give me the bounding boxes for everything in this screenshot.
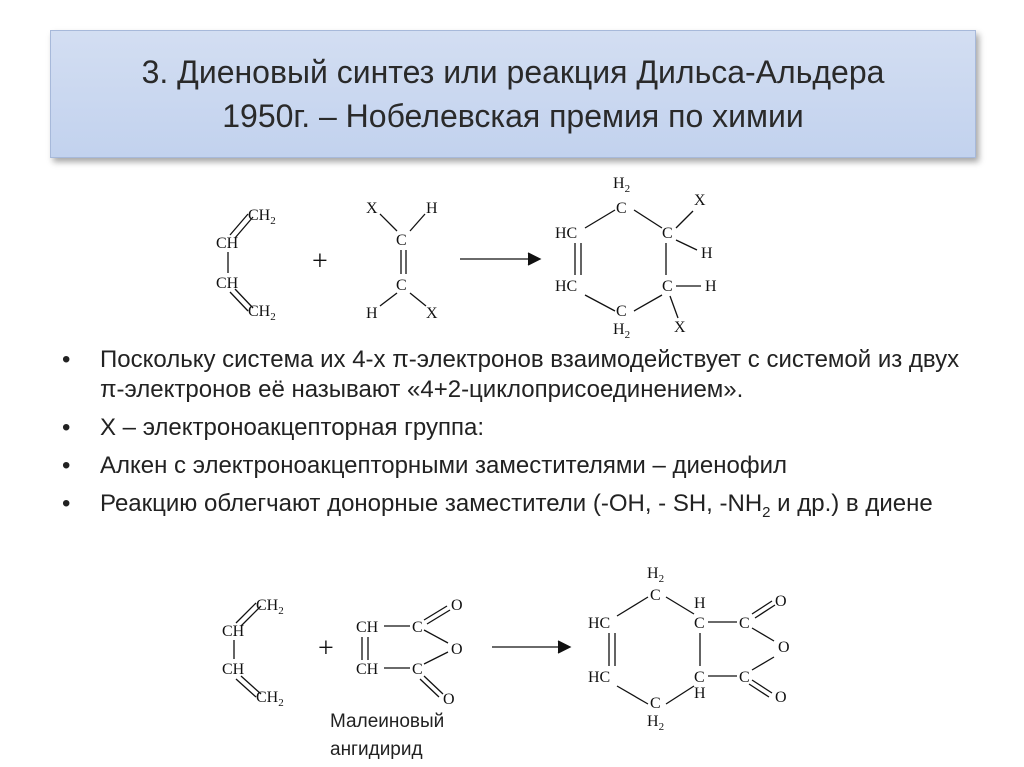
- bullet-list: Поскольку система их 4-х π-электронов вз…: [60, 345, 960, 536]
- diene2-ch-a: CH: [222, 623, 245, 640]
- p1-h2-top: H2: [613, 175, 630, 195]
- p2-hc1: HC: [588, 615, 610, 632]
- p2-h2-bot: H2: [647, 713, 664, 733]
- maleic-anhydride-caption: Малеиновый ангидирид: [330, 708, 480, 764]
- ma-c2: C: [412, 661, 423, 678]
- p2-c-r1: C: [694, 615, 705, 632]
- p2-o1: O: [775, 593, 787, 610]
- p2-c-bot: C: [650, 695, 661, 712]
- p2-o2: O: [775, 689, 787, 706]
- diene1-ch2-top: CH2: [248, 207, 276, 227]
- caption-line-1: Малеиновый: [330, 711, 445, 732]
- p1-c-top: C: [616, 200, 627, 217]
- diene2-ch-b: CH: [222, 661, 245, 678]
- diene1-ch-a: CH: [216, 235, 239, 252]
- p1-x-bot: X: [674, 319, 686, 336]
- ma-o2: O: [443, 691, 455, 708]
- p2-h-top: H: [694, 595, 706, 612]
- diene2-ch2-top: CH2: [256, 597, 284, 617]
- dienophile-x2: X: [426, 305, 438, 322]
- caption-line-2: ангидирид: [330, 739, 423, 760]
- p1-h-r2: H: [705, 278, 717, 295]
- product-1: H2 C X HC C H HC C H C H2 X: [555, 175, 717, 341]
- p2-o-ring: O: [778, 639, 790, 656]
- p1-c-r2: C: [662, 278, 673, 295]
- p1-hc2: HC: [555, 278, 577, 295]
- p1-hc1: HC: [555, 225, 577, 242]
- bullet-item: Поскольку система их 4-х π-электронов вз…: [60, 345, 960, 405]
- diene1-ch-b: CH: [216, 275, 239, 292]
- dienophile-c1: C: [396, 232, 407, 249]
- diene2-ch2-bot: CH2: [256, 689, 284, 709]
- ma-ch1: CH: [356, 619, 379, 636]
- dienophile-h1: H: [426, 200, 438, 217]
- bullet-item: Реакцию облегчают донорные заместители (…: [60, 489, 960, 528]
- diene1-ch2-bot: CH2: [248, 303, 276, 323]
- ma-ch2: CH: [356, 661, 379, 678]
- p1-h-r1: H: [701, 245, 713, 262]
- p1-c-bot: C: [616, 303, 627, 320]
- p2-c-ca2: C: [739, 669, 750, 686]
- bullet-item: Алкен с электроноакцепторными заместител…: [60, 451, 960, 481]
- p1-x-top: X: [694, 192, 706, 209]
- ma-o-ring: O: [451, 641, 463, 658]
- p2-hc2: HC: [588, 669, 610, 686]
- p2-h-bot: H: [694, 685, 706, 702]
- dienophile-h2: H: [366, 305, 378, 322]
- dienophile-x1: X: [366, 200, 378, 217]
- reaction-2: CH2 CH CH CH2 + CH C O O CH C O: [222, 565, 790, 733]
- plus-sign-1: +: [312, 246, 328, 277]
- dienophile: X H C C H X: [366, 200, 438, 322]
- p2-c-ca1: C: [739, 615, 750, 632]
- p2-c-top: C: [650, 587, 661, 604]
- dienophile-c2: C: [396, 277, 407, 294]
- title-line-1: 3. Диеновый синтез или реакция Дильса-Ал…: [141, 54, 885, 90]
- p1-h2-bot: H2: [613, 321, 630, 341]
- bullet-item: X – электроноакцепторная группа:: [60, 413, 960, 443]
- ma-o1: O: [451, 597, 463, 614]
- p2-c-r2: C: [694, 669, 705, 686]
- ma-c1: C: [412, 619, 423, 636]
- product-2: H2 C H C O HC C O HC C C O H C H2: [588, 565, 790, 733]
- p2-h2-top: H2: [647, 565, 664, 585]
- reaction-1: CH2 CH CH CH2 + X H C C H X H2 C X H: [216, 175, 717, 341]
- diene-1: CH2 CH CH CH2: [216, 207, 276, 323]
- maleic-anhydride: CH C O O CH C O: [356, 597, 463, 708]
- title-banner: 3. Диеновый синтез или реакция Дильса-Ал…: [50, 30, 976, 158]
- diene-2: CH2 CH CH CH2: [222, 597, 284, 709]
- p1-c-r1: C: [662, 225, 673, 242]
- plus-sign-2: +: [318, 633, 334, 664]
- title-line-2: 1950г. – Нобелевская премия по химии: [222, 98, 804, 134]
